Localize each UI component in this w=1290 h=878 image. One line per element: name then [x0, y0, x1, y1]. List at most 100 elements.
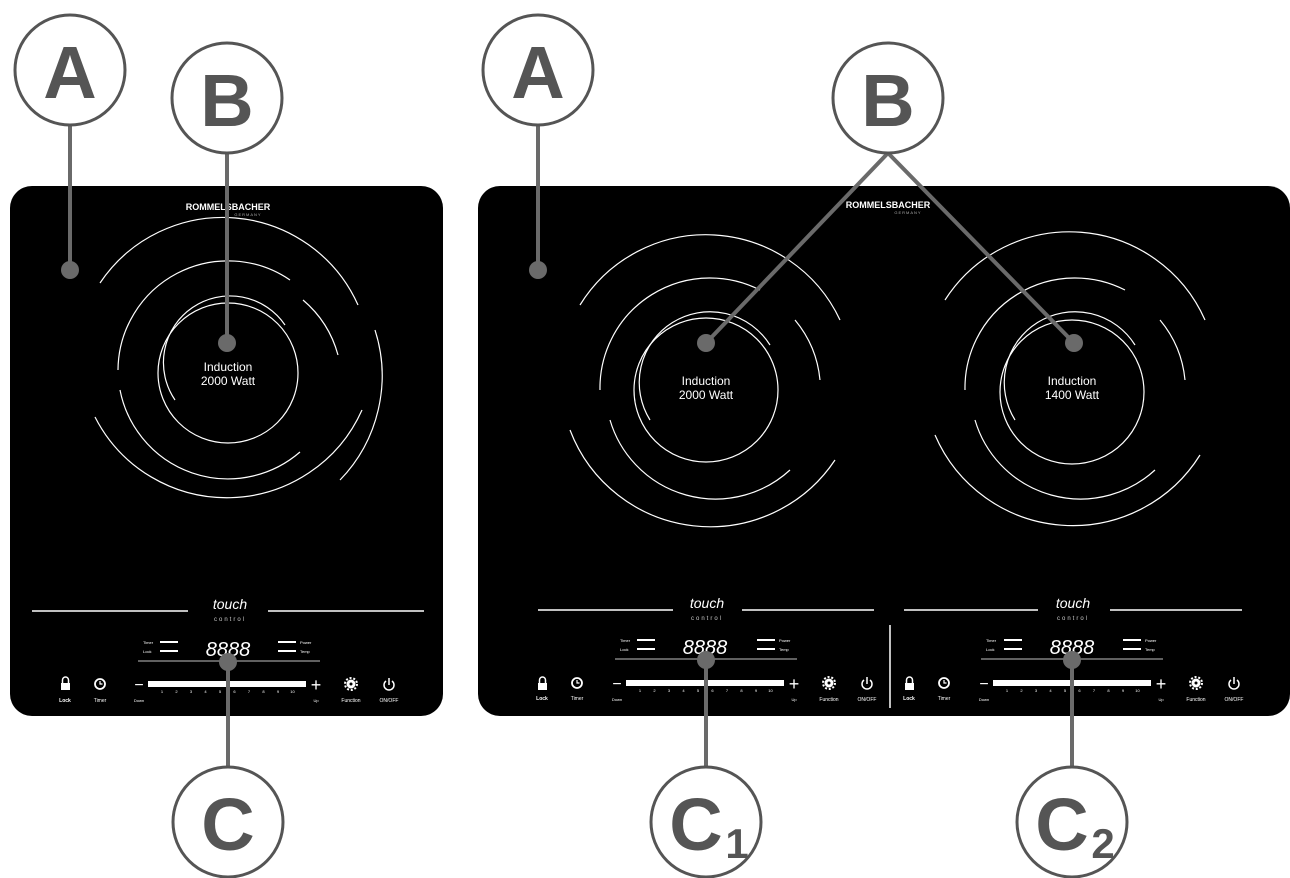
double-right-control-logo: control [1057, 616, 1089, 622]
single-lock-small-label: Lock [143, 649, 151, 654]
callout-b-single: B [170, 41, 284, 155]
double-right-power-label: Power [1145, 638, 1157, 643]
double-right-zone-label-1: Induction [1048, 374, 1097, 388]
double-right-zone-label-2: 1400 Watt [1045, 388, 1100, 402]
callout-c2: C 2 [1015, 765, 1129, 878]
double-left-zone-label-2: 2000 Watt [679, 388, 734, 402]
slider-scale-label: 2 [175, 689, 178, 694]
slider-scale-label: 5 [697, 688, 700, 693]
single-power-icon[interactable] [383, 678, 395, 691]
single-up-label: Up [313, 698, 319, 703]
single-minus-button[interactable]: − [134, 677, 143, 694]
single-lock-icon[interactable] [61, 676, 70, 690]
slider-scale-label: 1 [1006, 688, 1009, 693]
callout-leaders [68, 120, 1076, 778]
slider-scale-label: 3 [668, 688, 671, 693]
slider-scale-label: 6 [233, 689, 236, 694]
slider-scale-label: 8 [262, 689, 265, 694]
dot-b-right [1065, 334, 1083, 352]
double-left-power-icon[interactable] [861, 677, 873, 690]
single-touch-logo: touch [213, 596, 247, 612]
slider-scale-label: 1 [639, 688, 642, 693]
slider-scale-label: 4 [682, 688, 685, 693]
slider-scale-label: 8 [1107, 688, 1110, 693]
double-left-display: 8888 [683, 637, 728, 659]
double-left-timer-icon[interactable] [571, 677, 583, 689]
dot-c-single [219, 653, 237, 671]
slider-scale-label: 8 [740, 688, 743, 693]
slider-scale-label: 9 [277, 689, 280, 694]
double-right-minus-button[interactable]: − [979, 676, 988, 693]
double-right-power-icon[interactable] [1228, 677, 1240, 690]
slider-scale-label: 10 [768, 688, 773, 693]
double-left-down-label: Down [612, 697, 622, 702]
single-onoff-label: ON/OFF [380, 698, 399, 704]
double-right-plus-button[interactable]: + [1156, 674, 1167, 694]
double-right-lock-label: Lock [903, 696, 915, 702]
double-right-down-label: Down [979, 697, 989, 702]
single-timer-icon[interactable] [94, 678, 106, 690]
slider-scale-label: 4 [204, 689, 207, 694]
double-right-function-icon[interactable] [1189, 676, 1203, 690]
dot-c2 [1063, 651, 1081, 669]
slider-scale-label: 7 [248, 689, 251, 694]
single-lock-label: Lock [59, 698, 71, 704]
single-brand-sub: GERMANY [234, 212, 261, 217]
callout-c1: C 1 [649, 765, 763, 878]
single-plus-button[interactable]: + [311, 675, 322, 695]
double-left-plus-button[interactable]: + [789, 674, 800, 694]
double-right-lock-icon[interactable] [905, 676, 914, 690]
single-timer-small-label: Timer [143, 640, 154, 645]
callout-c1-letter: C [669, 783, 722, 866]
double-left-lock-small-label: Lock [620, 647, 628, 652]
double-left-cooking-zone [569, 234, 841, 528]
double-right-display: 8888 [1050, 637, 1095, 659]
slider-scale-label: 6 [711, 688, 714, 693]
slider-scale-label: 10 [1135, 688, 1140, 693]
double-left-function-icon[interactable] [822, 676, 836, 690]
single-function-icon[interactable] [344, 677, 358, 691]
double-brand-sub: GERMANY [894, 210, 921, 215]
callout-a-double: A [481, 13, 595, 127]
double-right-timer-icon[interactable] [938, 677, 950, 689]
single-down-label: Down [134, 698, 144, 703]
single-cooktop-plate [10, 186, 443, 716]
single-function-label: Function [341, 698, 360, 704]
double-brand-logo: ROMMELSBACHER GERMANY [846, 200, 931, 215]
dot-b-single [218, 334, 236, 352]
double-right-temp-label: Temp [1145, 647, 1156, 652]
single-temp-label: Temp [300, 649, 311, 654]
callout-c-single-letter: C [201, 783, 254, 866]
callout-a-double-letter: A [511, 31, 564, 114]
single-timer-label: Timer [94, 698, 107, 704]
dot-c1 [697, 651, 715, 669]
double-left-minus-button[interactable]: − [612, 676, 621, 693]
slider-scale-label: 6 [1078, 688, 1081, 693]
double-brand-name: ROMMELSBACHER [846, 200, 931, 210]
single-control-logo: control [214, 617, 246, 623]
slider-scale-label: 3 [1035, 688, 1038, 693]
callout-c2-subscript: 2 [1091, 820, 1114, 867]
slider-scale-label: 9 [755, 688, 758, 693]
slider-scale-label: 5 [1064, 688, 1067, 693]
double-left-lock-label: Lock [536, 696, 548, 702]
slider-scale-label: 1 [161, 689, 164, 694]
double-cooktop-plate [478, 186, 1290, 716]
dot-a-double [529, 261, 547, 279]
double-left-touch-logo: touch [690, 595, 724, 611]
double-left-lock-icon[interactable] [538, 676, 547, 690]
dot-b-left [697, 334, 715, 352]
double-right-up-label: Up [1158, 697, 1164, 702]
dot-a-single [61, 261, 79, 279]
double-right-lock-small-label: Lock [986, 647, 994, 652]
double-right-touch-logo: touch [1056, 595, 1090, 611]
single-zone-label-1: Induction [204, 360, 253, 374]
callout-c-single: C [171, 765, 285, 878]
callout-a-single-letter: A [43, 31, 96, 114]
callout-c2-letter: C [1035, 783, 1088, 866]
callout-dots [61, 261, 1083, 671]
double-right-timer-label: Timer [938, 696, 951, 702]
double-left-power-label: Power [779, 638, 791, 643]
